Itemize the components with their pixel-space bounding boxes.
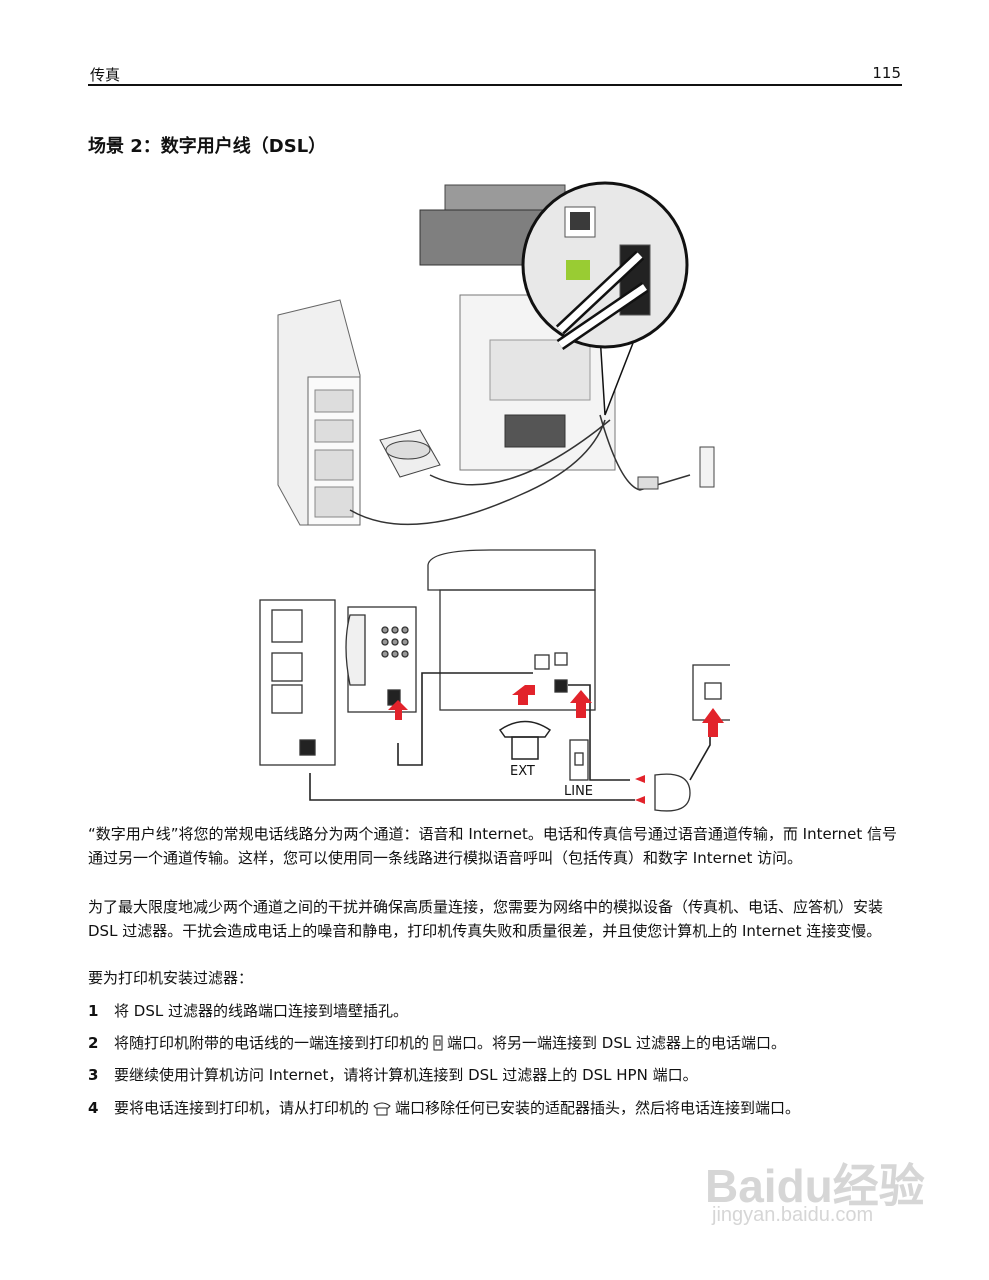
dsl-filter-schematic bbox=[654, 773, 691, 812]
ext-label: EXT bbox=[510, 764, 535, 779]
red-arrows bbox=[388, 685, 724, 804]
step-text: 将 DSL 过滤器的线路端口连接到墙壁插孔。 bbox=[114, 1002, 408, 1020]
filter-paragraph: 为了最大限度地减少两个通道之间的干扰并确保高质量连接，您需要为网络中的模拟设备（… bbox=[88, 898, 884, 940]
page-number: 115 bbox=[872, 64, 901, 82]
printer-schematic bbox=[427, 549, 596, 711]
step-4: 4 要将电话连接到打印机，请从打印机的 端口移除任何已安装的适配器插头，然后将电话连… bbox=[88, 1097, 904, 1119]
running-header: 传真 bbox=[90, 66, 121, 84]
step-2: 2 将随打印机附带的电话线的一端连接到打印机的端口。将另一端连接到 DSL 过滤器… bbox=[88, 1032, 904, 1054]
computer-schematic bbox=[259, 599, 336, 766]
line-jack-schematic bbox=[569, 739, 589, 781]
section-title: 场景 2：数字用户线（DSL） bbox=[88, 136, 327, 157]
step-number: 4 bbox=[88, 1099, 99, 1117]
computer-tower bbox=[277, 299, 361, 526]
wall-jack bbox=[699, 446, 715, 488]
phone-port-icon bbox=[373, 1102, 391, 1116]
steps-intro: 要为打印机安装过滤器： bbox=[88, 969, 254, 987]
line-label: LINE bbox=[564, 784, 593, 799]
telephone bbox=[379, 429, 441, 478]
watermark-logo: Baidu经验 bbox=[705, 1160, 925, 1212]
intro-paragraph: “数字用户线”将您的常规电话线路分为两个通道：语音和 Internet。电话和传… bbox=[88, 825, 897, 867]
watermark-url: jingyan.baidu.com bbox=[712, 1204, 874, 1226]
step-text-cont: 端口移除任何已安装的适配器插头，然后将电话连接到端口。 bbox=[395, 1099, 801, 1117]
cables bbox=[349, 414, 691, 526]
step-number: 1 bbox=[88, 1002, 99, 1020]
step-number: 3 bbox=[88, 1066, 99, 1084]
line-port-icon bbox=[433, 1035, 443, 1051]
step-1: 1 将 DSL 过滤器的线路端口连接到墙壁插孔。 bbox=[88, 1000, 904, 1022]
printer-setup-illustration bbox=[277, 181, 715, 526]
ext-phone-icon bbox=[498, 720, 552, 760]
step-text-cont: 端口。将另一端连接到 DSL 过滤器上的电话端口。 bbox=[447, 1034, 786, 1052]
wiring-schematic: EXT LINE bbox=[259, 549, 730, 812]
port-zoom-callout bbox=[521, 181, 689, 416]
phone-schematic bbox=[345, 606, 417, 713]
header-rule bbox=[88, 84, 902, 86]
dsl-filter bbox=[637, 476, 659, 490]
step-text: 要将电话连接到打印机，请从打印机的 bbox=[114, 1099, 370, 1117]
step-text: 将随打印机附带的电话线的一端连接到打印机的 bbox=[114, 1034, 430, 1052]
step-text: 要继续使用计算机访问 Internet，请将计算机连接到 DSL 过滤器上的 D… bbox=[114, 1066, 698, 1084]
step-number: 2 bbox=[88, 1034, 99, 1052]
step-3: 3 要继续使用计算机访问 Internet，请将计算机连接到 DSL 过滤器上的 … bbox=[88, 1064, 904, 1086]
